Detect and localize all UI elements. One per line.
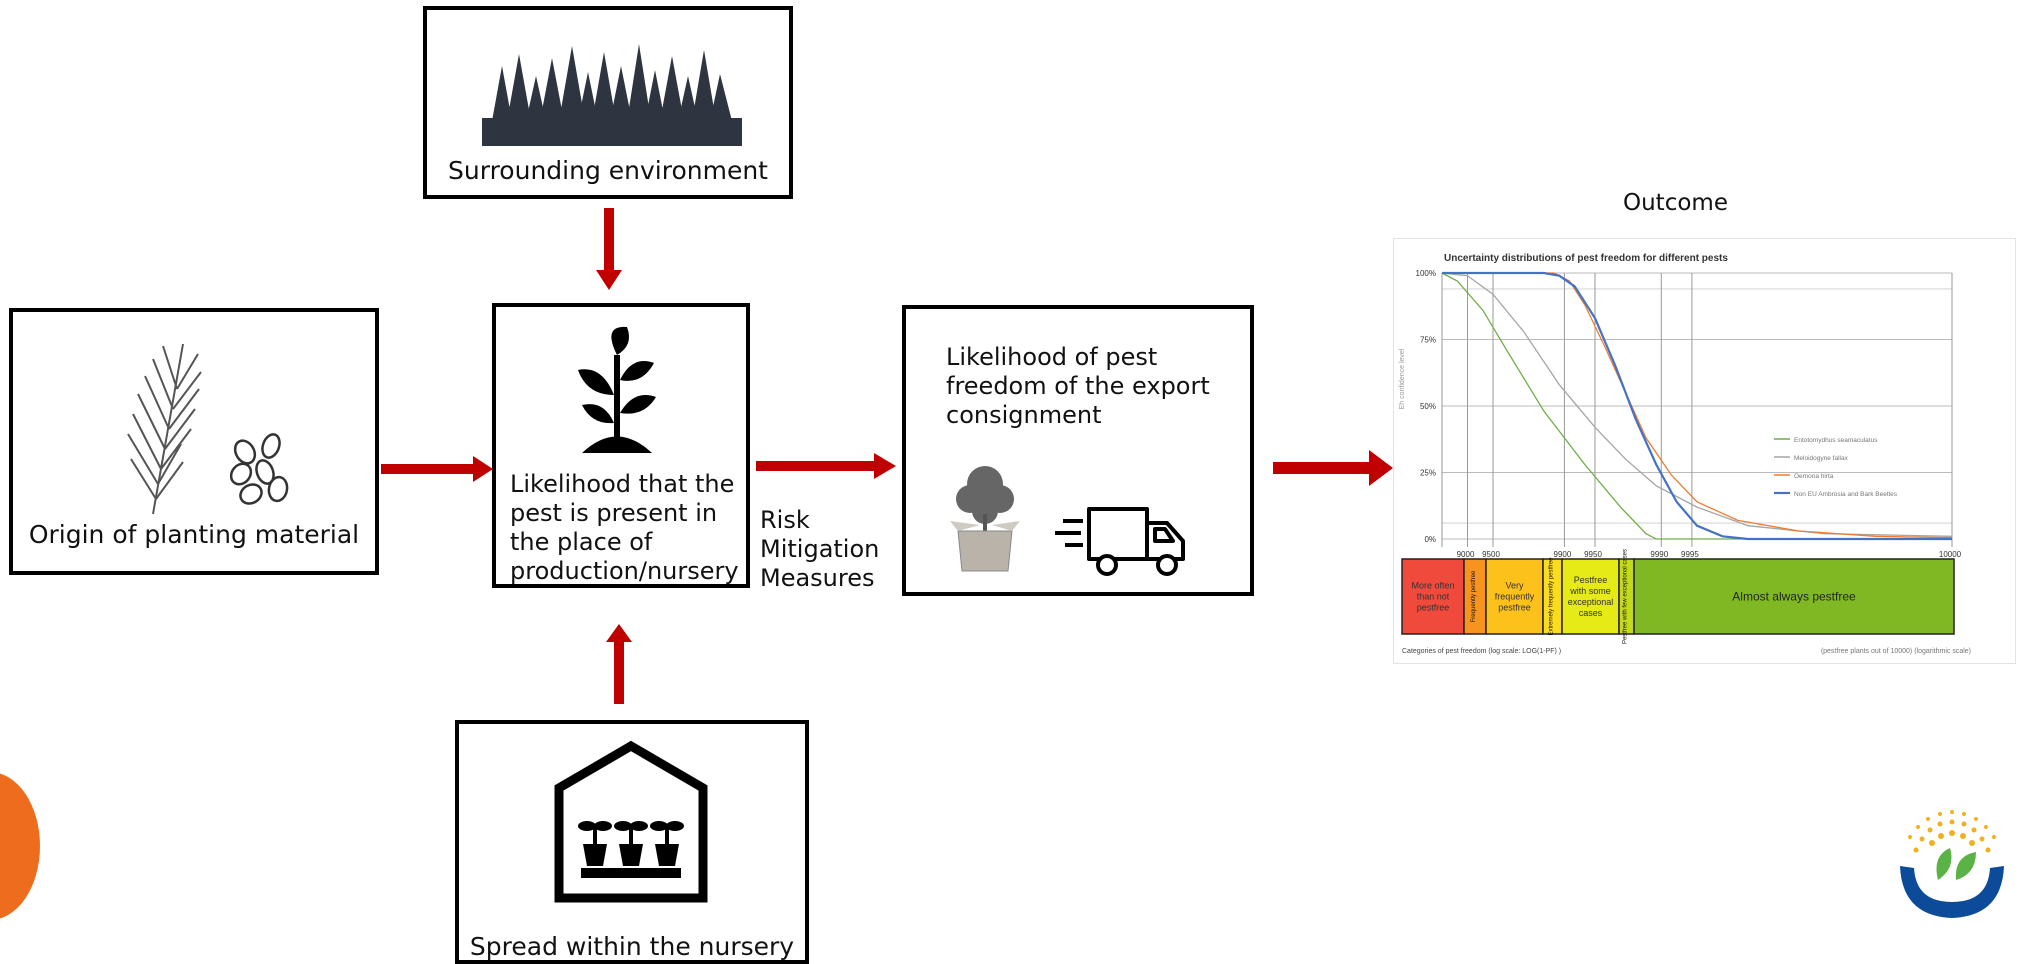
legend-label: Oemona hirta (1794, 473, 1834, 480)
category-cell (1633, 558, 1955, 635)
chart-series-line (1441, 272, 1953, 537)
origin-planting-material-box: Origin of planting material (9, 308, 379, 575)
legend-label: Entotomydhus seamaculatus (1794, 437, 1878, 444)
chart-title: Uncertainty distributions of pest freedo… (1444, 253, 1728, 264)
chart-ylabel: Eh confidence level (1399, 348, 1406, 409)
conifer-branch-and-seeds-icon (127, 343, 289, 515)
likelihood-freedom-label: Likelihood of pest freedom of the export… (946, 343, 1210, 429)
outcome-chart-panel: Uncertainty distributions of pest freedo… (1393, 238, 2016, 664)
chart-series-line (1442, 272, 1953, 539)
chart-footer-right: (pestfree plants out of 10000) (logarith… (1821, 648, 1971, 655)
potted-tree-box-icon (950, 466, 1020, 572)
legend-label: Non EU Ambrosia and Bark Beetles (1794, 491, 1898, 498)
category-label: Extremely frequently pestfree (1549, 557, 1555, 636)
sprout-icon (578, 326, 656, 453)
likelihood-freedom-box: Likelihood of pest freedom of the export… (902, 305, 1254, 596)
efsa-logo-icon (1900, 810, 2004, 918)
chart-xtick-label: 9000 (1457, 550, 1475, 559)
chart-series-line (1442, 271, 1952, 541)
outcome-chart: Uncertainty distributions of pest freedo… (1399, 253, 1971, 655)
chart-xtick-label: 9990 (1650, 550, 1668, 559)
chart-ytick-label: 25% (1420, 469, 1436, 478)
chart-xtick-label: 9950 (1584, 550, 1602, 559)
arrow-spread-to-present (606, 624, 632, 704)
category-label: Almost always pestfree (1732, 590, 1856, 604)
chart-series-line (1441, 272, 1952, 540)
spread-nursery-label: Spread within the nursery (469, 932, 795, 961)
likelihood-present-label: Likelihood that the pest is present in t… (510, 470, 739, 585)
category-label: Pestfree with few exceptional cases (1623, 549, 1629, 644)
forest-icon (482, 44, 742, 146)
arrow-surrounding-to-present (596, 208, 622, 290)
arrow-origin-to-present (381, 456, 493, 482)
greenhouse-icon (554, 740, 708, 903)
spread-nursery-box: Spread within the nursery (455, 720, 809, 964)
surrounding-environment-label: Surrounding environment (448, 156, 768, 185)
chart-ytick-label: 50% (1420, 402, 1436, 411)
legend-label: Meloidogyne fallax (1794, 455, 1849, 462)
arrow-present-to-freedom (756, 453, 896, 479)
chart-ytick-label: 75% (1420, 336, 1436, 345)
outcome-label: Outcome (1623, 190, 1728, 216)
risk-mitigation-label: Risk Mitigation Measures (760, 506, 880, 592)
chart-footer-left: Categories of pest freedom (log scale: L… (1402, 648, 1561, 655)
delivery-truck-icon (1055, 507, 1185, 576)
chart-ytick-label: 0% (1424, 535, 1436, 544)
orange-circle-decoration (0, 772, 40, 920)
category-cell (1485, 558, 1544, 635)
category-cell (1401, 558, 1465, 635)
likelihood-present-box: Likelihood that the pest is present in t… (492, 303, 750, 588)
chart-xtick-label: 9995 (1681, 550, 1699, 559)
chart-xtick-label: 9900 (1554, 550, 1572, 559)
category-cell (1561, 558, 1620, 635)
origin-planting-material-label: Origin of planting material (28, 520, 360, 549)
chart-xtick-label: 10000 (1939, 550, 1962, 559)
surrounding-environment-box: Surrounding environment (423, 6, 793, 199)
category-label: Frequently pestfree (1471, 570, 1477, 622)
chart-xtick-label: 9500 (1482, 550, 1500, 559)
arrow-freedom-to-outcome (1273, 450, 1393, 486)
chart-ytick-label: 100% (1416, 269, 1436, 278)
